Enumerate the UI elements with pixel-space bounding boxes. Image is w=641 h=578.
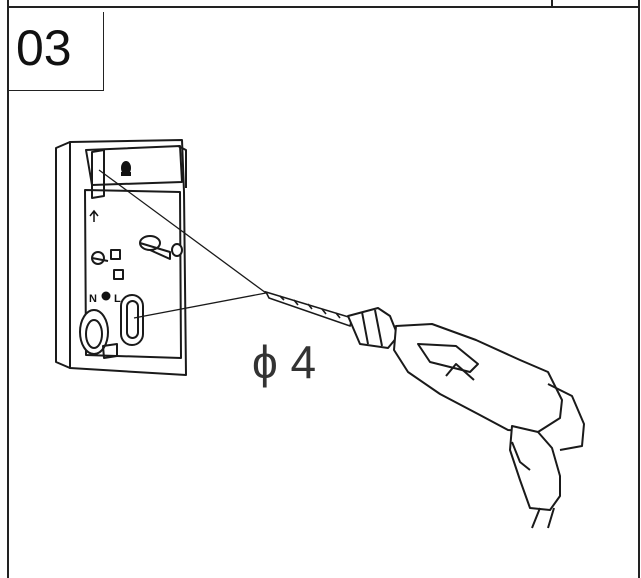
drill-bit	[264, 290, 353, 328]
step-box	[9, 12, 104, 91]
box-markings: N L	[89, 161, 131, 305]
terminal-dot	[101, 291, 111, 301]
drill	[347, 307, 585, 529]
step-number: 03	[16, 20, 72, 76]
neutral-label: N	[89, 293, 97, 305]
live-label: L	[114, 293, 121, 305]
guide-lines	[98, 169, 267, 319]
page-frame	[7, 0, 640, 578]
drill-diameter-label: ϕ 4	[252, 336, 317, 388]
arrow-up-icon	[89, 209, 99, 222]
wall-box	[55, 139, 187, 376]
pear-lock-icon	[121, 161, 131, 176]
